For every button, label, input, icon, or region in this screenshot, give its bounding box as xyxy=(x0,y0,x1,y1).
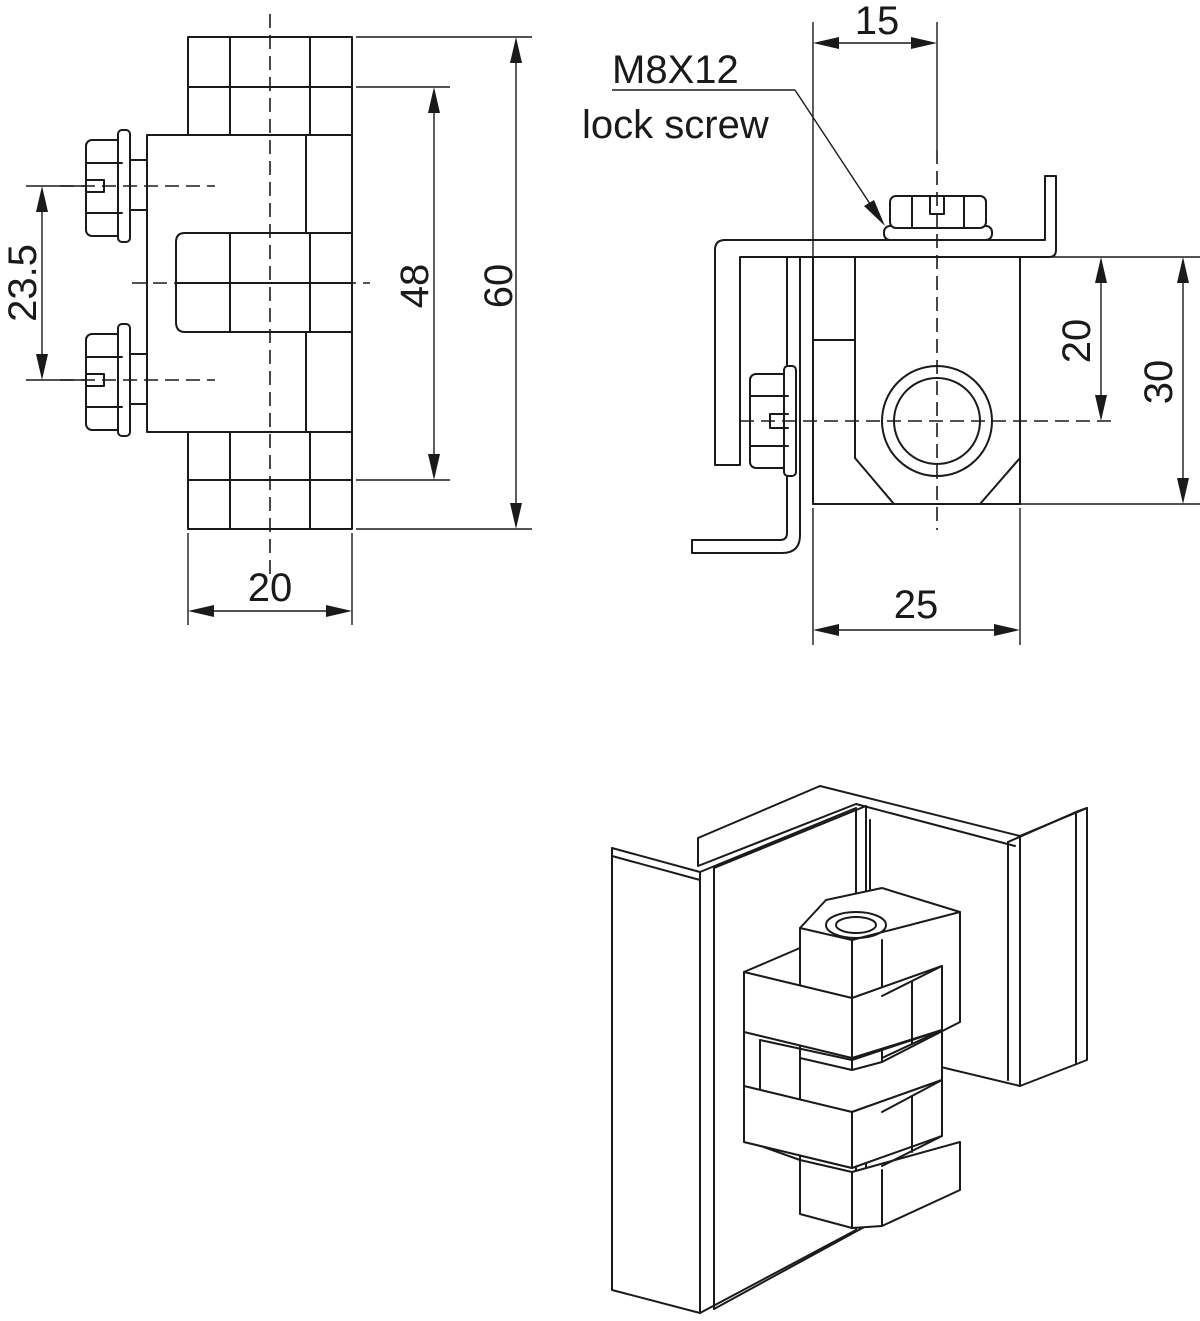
hinge-body-iso xyxy=(743,887,961,1229)
lock-screw-front-lower xyxy=(85,323,148,437)
dim-label-15: 15 xyxy=(855,0,900,43)
dim-label-30: 30 xyxy=(1137,360,1181,405)
lock-screw-front-upper xyxy=(85,129,148,243)
dim-label-48: 48 xyxy=(393,264,437,309)
dim-label-23-5: 23.5 xyxy=(1,244,45,322)
front-view: 23.5 48 60 20 xyxy=(1,14,532,625)
lock-screw-top xyxy=(883,195,993,241)
dim-label-25: 25 xyxy=(894,583,939,627)
dimension-48: 48 xyxy=(356,86,450,481)
isometric-view xyxy=(611,785,1088,1314)
hinge-body-side xyxy=(812,256,1021,505)
side-view: M8X12 lock screw 15 20 30 xyxy=(582,0,1200,645)
bracket-profile xyxy=(714,175,1057,466)
screw-callout: M8X12 lock screw xyxy=(582,48,885,226)
callout-spec: M8X12 xyxy=(612,48,739,92)
dimension-20-front: 20 xyxy=(187,533,353,625)
dimension-25: 25 xyxy=(812,508,1021,645)
dim-label-20-front: 20 xyxy=(248,566,293,610)
dimension-30: 30 xyxy=(1020,257,1200,505)
dimension-15: 15 xyxy=(812,0,938,257)
dimension-20-side: 20 xyxy=(1020,256,1200,421)
callout-desc: lock screw xyxy=(582,103,769,147)
dimension-23-5: 23.5 xyxy=(1,185,86,381)
dimension-60: 60 xyxy=(356,36,532,530)
dim-label-60: 60 xyxy=(477,264,521,309)
dim-label-20-side: 20 xyxy=(1055,319,1099,364)
